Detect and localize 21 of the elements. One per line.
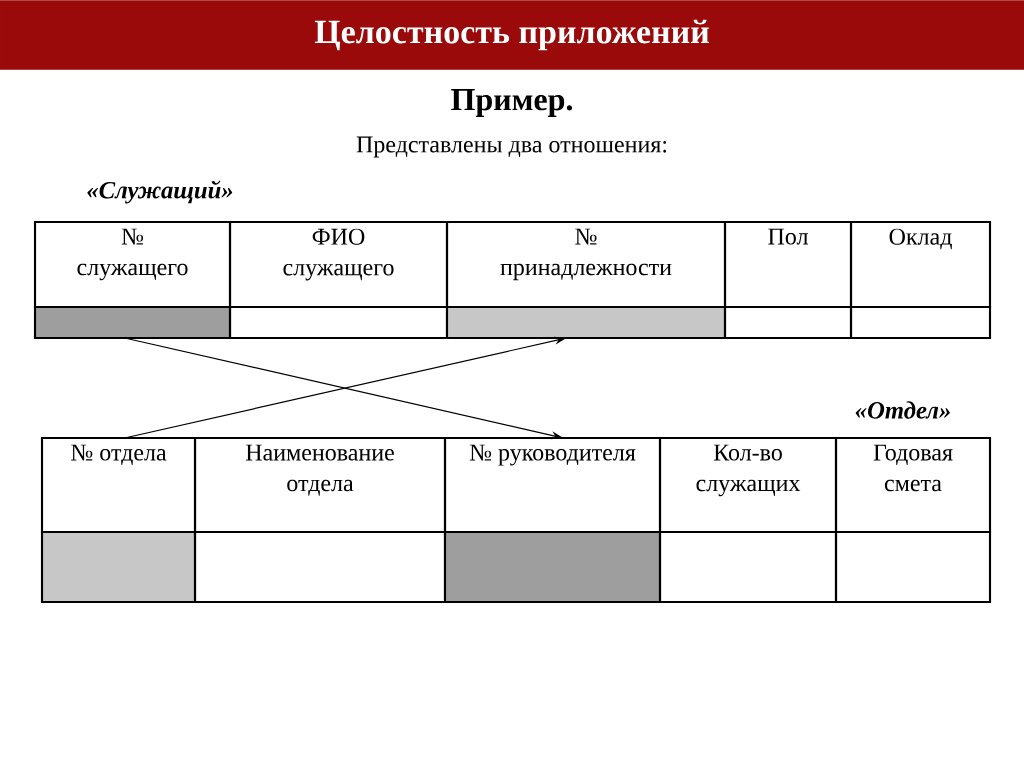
- subtitle: Представлены два отношения:: [356, 136, 667, 158]
- header-cell: Оклад: [849, 220, 992, 309]
- header-cell: ФИО служащего: [228, 220, 449, 309]
- table-cell: [658, 530, 838, 604]
- header-cell: Пол: [723, 220, 853, 309]
- hatched-cell: [40, 530, 197, 604]
- table-cell: [834, 530, 992, 604]
- table-name: «Служащий»: [87, 180, 233, 204]
- heading: Пример.: [451, 89, 573, 117]
- table-name: «Отдел»: [855, 401, 950, 419]
- hatched-cell: [445, 305, 727, 340]
- table-cell: [193, 530, 447, 604]
- table-cell: [849, 305, 992, 340]
- header-cell: Наименование отдела: [193, 436, 447, 534]
- hatched-cell: [33, 305, 232, 340]
- hatched-cell: [443, 530, 662, 604]
- title-bar: Целостность приложений: [0, 0, 1024, 70]
- table-cell: [723, 305, 853, 340]
- header-cell: Кол-во служащих: [658, 436, 838, 534]
- header-cell: Годовая смета: [834, 436, 992, 534]
- table-cell: [228, 305, 449, 340]
